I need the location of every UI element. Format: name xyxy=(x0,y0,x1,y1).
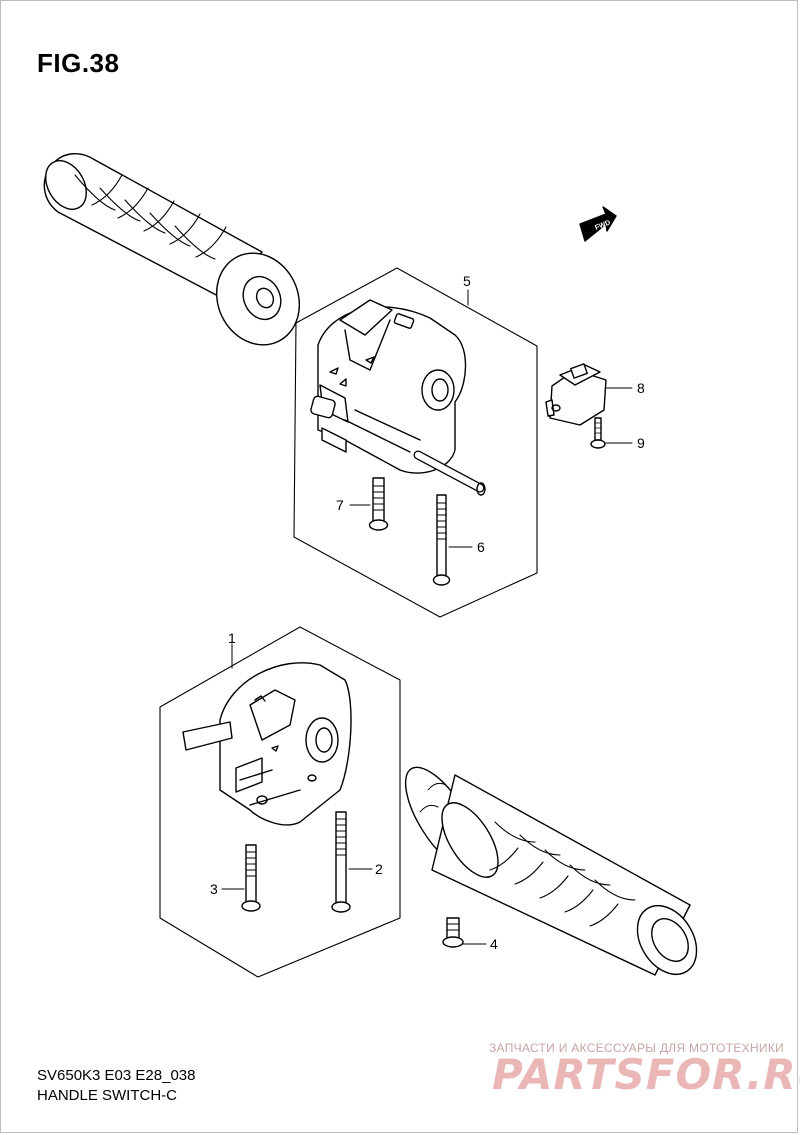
right-throttle-grip xyxy=(404,766,698,976)
model-code: SV650K3 E03 E28_038 xyxy=(37,1067,196,1084)
callout-9: 9 xyxy=(637,435,645,451)
switch-module-8 xyxy=(545,363,633,426)
watermark-caption: ЗАПЧАСТИ И АКСЕССУАРЫ ДЛЯ МОТОТЕХНИКИ xyxy=(489,1041,785,1055)
screw-6 xyxy=(432,494,473,586)
figure-title: FIG.38 xyxy=(37,48,120,78)
callout-2: 2 xyxy=(375,861,383,877)
left-switch-housing xyxy=(182,662,352,826)
screw-9 xyxy=(590,417,633,449)
fwd-direction-badge xyxy=(579,206,617,242)
diagram-name: HANDLE SWITCH-C xyxy=(37,1087,178,1104)
callout-1: 1 xyxy=(228,630,236,646)
left-switch-group-outline xyxy=(159,626,401,978)
watermark-brand: PARTSFOR.RU xyxy=(492,1050,800,1099)
right-switch-housing xyxy=(310,299,486,496)
screw-2 xyxy=(331,811,373,913)
left-grip xyxy=(43,153,301,346)
screw-7 xyxy=(349,477,389,531)
right-switch-group-outline xyxy=(293,267,538,618)
screw-4 xyxy=(442,917,487,948)
screw-3 xyxy=(221,844,261,912)
callout-4: 4 xyxy=(490,936,498,952)
callout-7: 7 xyxy=(336,497,344,513)
callout-5: 5 xyxy=(463,273,471,289)
callout-6: 6 xyxy=(477,539,485,555)
callout-3: 3 xyxy=(210,881,218,897)
callout-8: 8 xyxy=(637,380,645,396)
